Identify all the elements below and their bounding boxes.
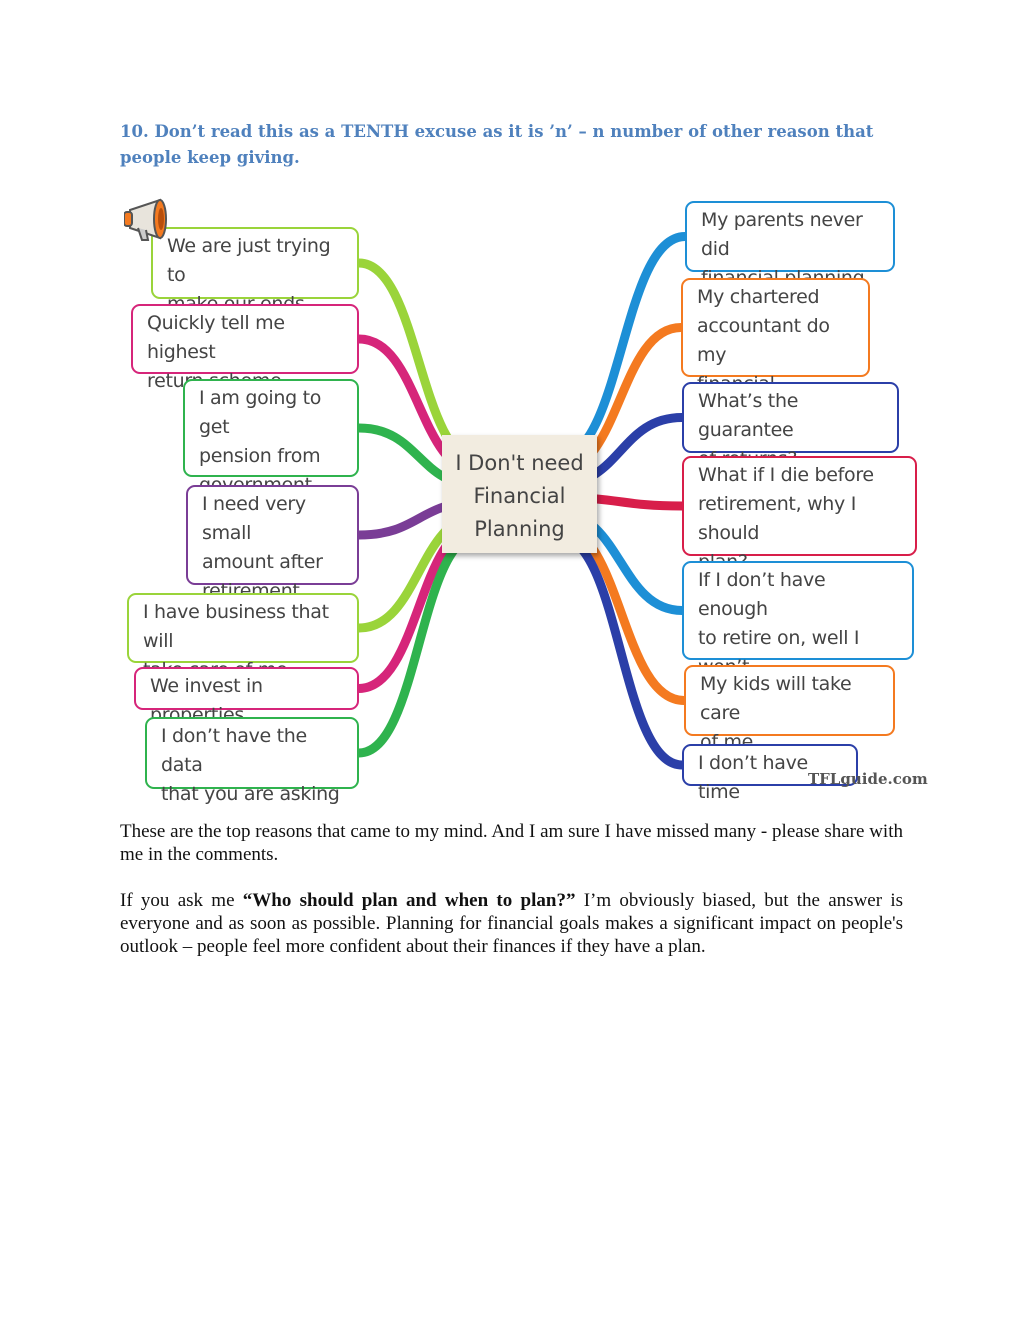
left-box-3: I am going to get pension from governmen… — [183, 379, 359, 496]
right-box-6: My kids will take care of me — [684, 665, 895, 753]
left-box-1: We are just trying to make our ends meet — [151, 227, 359, 344]
left-box-6: We invest in properties — [134, 667, 359, 726]
left-box-7: I don’t have the data that you are askin… — [145, 717, 359, 805]
branch-right-1 — [554, 232, 690, 462]
right-box-7: I don’t have time — [682, 744, 858, 803]
paragraph-reasons: These are the top reasons that came to m… — [120, 821, 903, 865]
left-box-4: I need very small amount after retiremen… — [186, 485, 359, 602]
branch-right-7 — [554, 531, 687, 770]
mind-map-diagram: We are just trying to make our ends meet… — [124, 196, 928, 805]
right-box-4: What if I die before retirement, why I s… — [682, 456, 917, 573]
right-box-2: My chartered accountant do my financial … — [681, 278, 870, 424]
para2-question: “Who should plan and when to plan?” — [242, 890, 576, 911]
paragraph-who-should-plan: If you ask me “Who should plan and when … — [120, 889, 903, 958]
credit-watermark: TFLguide.com — [808, 770, 928, 788]
para2-after: I’m obviously biased, but the answer is … — [120, 890, 904, 957]
right-box-3: What’s the guarantee of returns? — [682, 382, 899, 470]
megaphone-icon — [124, 198, 167, 241]
central-topic: I Don't need Financial Planning — [442, 435, 597, 553]
section-heading: 10. Don’t read this as a TENTH excuse as… — [120, 122, 874, 167]
left-box-5: I have business that will take care of m… — [127, 593, 359, 681]
para2-before: If you ask me — [120, 890, 243, 911]
right-box-1: My parents never did financial planning — [685, 201, 895, 289]
right-box-5: If I don’t have enough to retire on, wel… — [682, 561, 914, 707]
left-box-2: Quickly tell me highest return scheme — [131, 304, 359, 392]
